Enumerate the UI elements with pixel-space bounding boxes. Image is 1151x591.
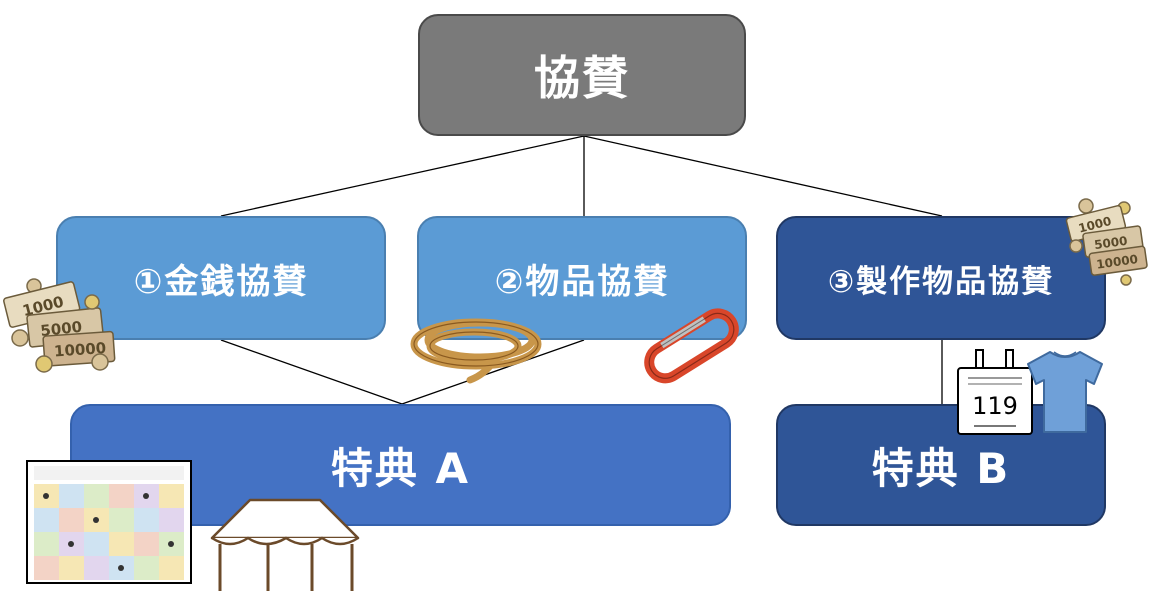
connector-root-cat1 bbox=[220, 135, 585, 217]
connector-cat1-benA bbox=[220, 339, 403, 405]
category-produced-goods-sponsorship: ③製作物品協賛 bbox=[776, 216, 1106, 340]
category-monetary-sponsorship: ①金銭協賛 bbox=[56, 216, 386, 340]
t-shirt-icon bbox=[1027, 351, 1103, 433]
rope-icon bbox=[410, 318, 542, 384]
benefit-label: 特典 B bbox=[871, 443, 1011, 493]
badge-number: 119 bbox=[972, 392, 1018, 420]
bill-10000: 10000 bbox=[1095, 252, 1138, 272]
category-label: ①金銭協賛 bbox=[133, 261, 309, 302]
number-badge-icon: 119 bbox=[957, 349, 1033, 435]
bill-10000: 10000 bbox=[53, 339, 106, 361]
category-label: ③製作物品協賛 bbox=[827, 263, 1055, 300]
bill-5000: 5000 bbox=[1093, 234, 1128, 253]
category-goods-sponsorship: ②物品協賛 bbox=[417, 216, 747, 340]
connector-root-cat3 bbox=[583, 135, 943, 217]
root-label: 協賛 bbox=[534, 51, 630, 105]
connector-cat2-benA bbox=[401, 339, 585, 405]
money-icon: 1000 5000 10000 bbox=[3, 278, 116, 373]
tent-icon bbox=[210, 498, 360, 591]
root-node-sponsorship: 協賛 bbox=[418, 14, 746, 136]
money-icon: 1000 5000 10000 bbox=[1065, 198, 1148, 286]
benefit-label: 特典 A bbox=[330, 443, 471, 493]
grid-sheet-icon bbox=[26, 460, 192, 584]
carabiner-icon bbox=[644, 308, 739, 384]
category-label: ②物品協賛 bbox=[494, 261, 670, 302]
